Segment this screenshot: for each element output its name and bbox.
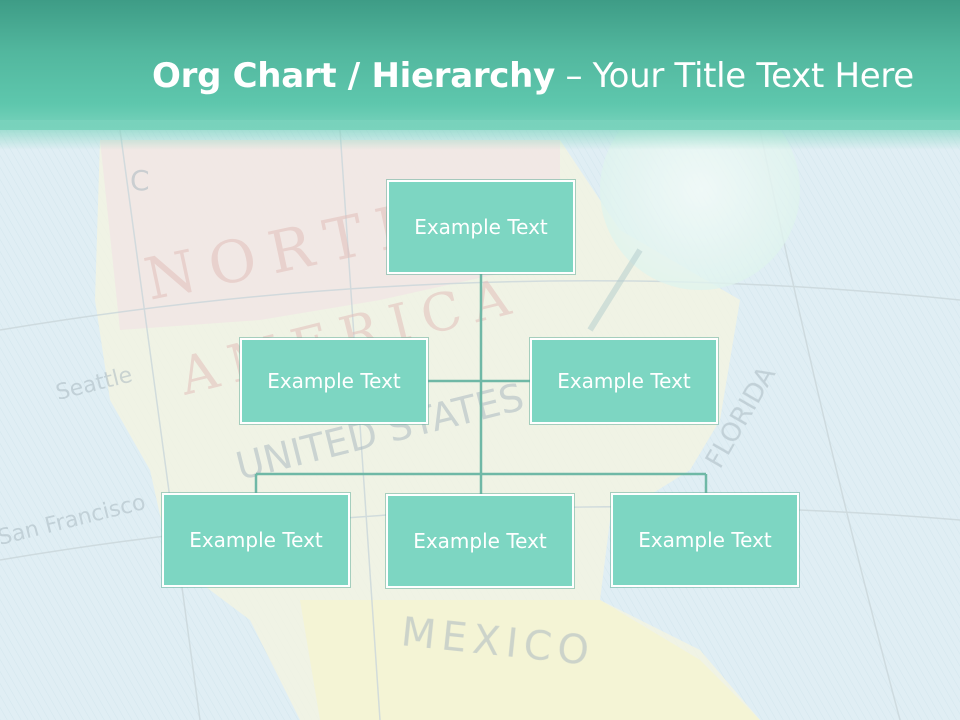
org-child-label-2: Example Text (413, 529, 547, 553)
title-band (0, 0, 960, 130)
org-root-label: Example Text (414, 215, 548, 239)
slide-title[interactable]: Org Chart / Hierarchy – Your Title Text … (152, 52, 914, 100)
title-band-fade (0, 120, 960, 150)
org-assistant-left-label: Example Text (267, 369, 401, 393)
org-assistant-right-box[interactable]: Example Text (530, 338, 718, 424)
slide-title-subtitle: Your Title Text Here (592, 56, 915, 96)
org-root-box[interactable]: Example Text (387, 180, 575, 274)
org-child-box-2[interactable]: Example Text (386, 494, 574, 588)
org-child-label-1: Example Text (189, 528, 323, 552)
org-child-label-3: Example Text (638, 528, 772, 552)
org-assistant-left-box[interactable]: Example Text (240, 338, 428, 424)
slide-title-bold: Org Chart / Hierarchy (152, 56, 555, 96)
org-child-box-3[interactable]: Example Text (611, 493, 799, 587)
land-mexico (300, 600, 760, 720)
org-assistant-right-label: Example Text (557, 369, 691, 393)
map-label-canada-letter: C (130, 164, 150, 197)
org-child-box-1[interactable]: Example Text (162, 493, 350, 587)
slide-title-separator: – (554, 56, 593, 96)
